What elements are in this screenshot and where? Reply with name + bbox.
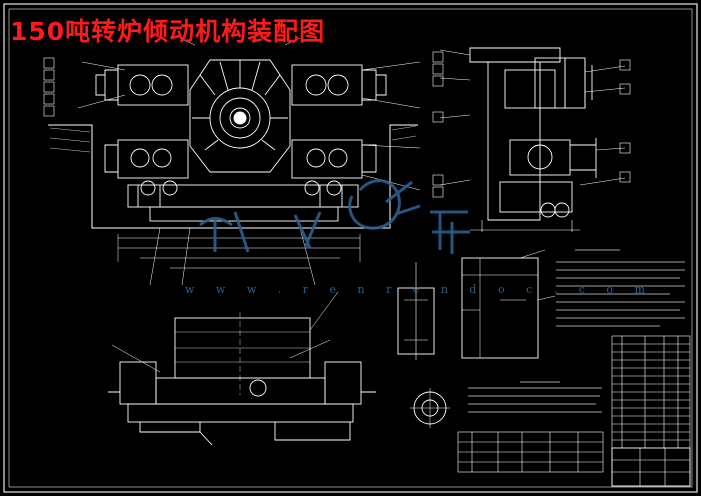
technical-requirements-block — [556, 249, 685, 327]
parameter-table — [457, 431, 604, 473]
front-view — [48, 59, 418, 286]
drawing-title: 150吨转炉倾动机构装配图 — [10, 17, 326, 46]
item-number-column-right — [432, 51, 631, 198]
parts-list-and-title-block — [611, 335, 691, 487]
watermark-logo — [199, 179, 470, 254]
watermark-url-text: w w w . r e n r e n d o c . c o m — [185, 283, 654, 296]
drawing-frame — [3, 3, 698, 493]
leader-lines-side — [439, 49, 626, 186]
section-detail-circle — [410, 388, 450, 428]
plan-view — [108, 312, 376, 446]
leader-lines-front — [77, 37, 421, 191]
notes-block — [468, 381, 602, 413]
leader-lines-plan — [111, 291, 339, 373]
item-number-column-left — [43, 57, 55, 117]
side-view — [469, 47, 597, 232]
detail-view — [397, 249, 556, 360]
